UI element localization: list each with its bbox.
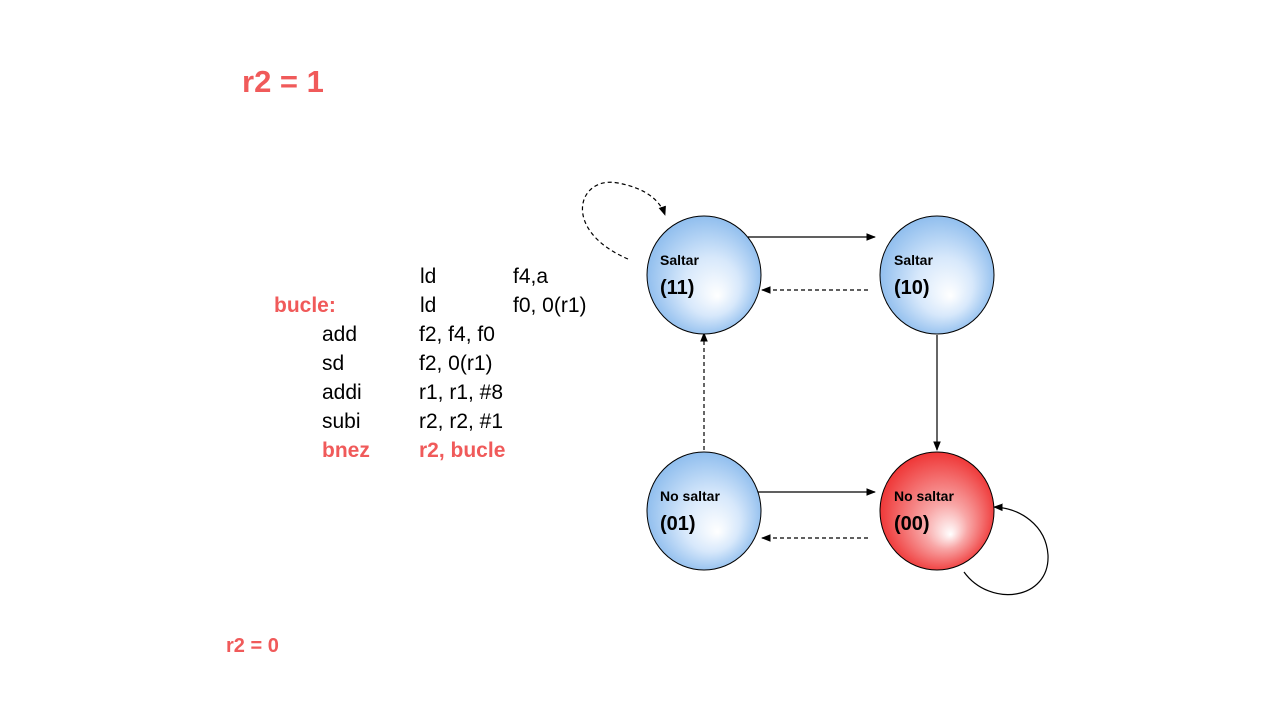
code-line-1-op: ld xyxy=(420,265,437,288)
self-loop-00 xyxy=(963,503,1049,596)
code-line-2-label: bucle: xyxy=(274,294,336,317)
code-line-4-op: sd xyxy=(322,352,345,375)
page-title: r2 = 1 xyxy=(242,64,324,99)
state-11-action: Saltar xyxy=(660,252,699,268)
state-node-10: Saltar (10) xyxy=(879,215,995,335)
footer-note: r2 = 0 xyxy=(226,635,279,657)
code-line-6-op: subi xyxy=(322,410,361,433)
code-line-5-args: r1, r1, #8 xyxy=(419,381,504,404)
code-line-4-args: f2, 0(r1) xyxy=(419,352,493,375)
self-loop-11 xyxy=(581,181,666,260)
state-00-code: (00) xyxy=(894,513,930,535)
code-line-2-op: ld xyxy=(420,294,437,317)
code-line-5-op: addi xyxy=(322,381,362,404)
code-line-2-args: f0, 0(r1) xyxy=(513,294,587,317)
code-line-1-args: f4,a xyxy=(513,265,549,288)
code-line-3-args: f2, f4, f0 xyxy=(419,323,495,346)
code-line-7-args: r2, bucle xyxy=(419,439,506,462)
code-line-3-op: add xyxy=(322,323,358,346)
state-10-action: Saltar xyxy=(894,252,933,268)
state-00-action: No saltar xyxy=(894,488,954,504)
state-10-code: (10) xyxy=(894,277,930,299)
state-node-01: No saltar (01) xyxy=(646,451,762,571)
state-01-code: (01) xyxy=(660,513,696,535)
state-node-00-active: No saltar (00) xyxy=(879,451,995,571)
state-11-code: (11) xyxy=(660,277,694,299)
code-line-6-args: r2, r2, #1 xyxy=(419,410,504,433)
state-node-11: Saltar (11) xyxy=(646,215,762,335)
state-01-action: No saltar xyxy=(660,488,720,504)
code-line-7-op: bnez xyxy=(322,439,370,462)
